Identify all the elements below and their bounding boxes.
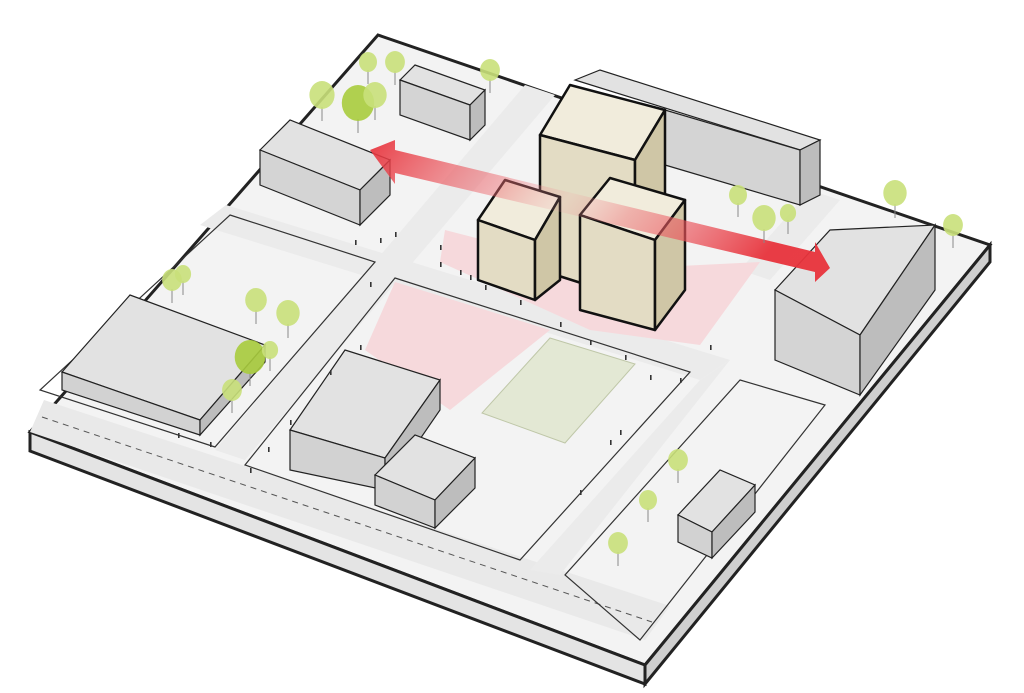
pedestrian-figure-icon <box>330 370 332 375</box>
block-center-south <box>243 277 692 561</box>
street-diagonal-east <box>530 360 730 575</box>
pedestrian-figure-icon <box>355 240 357 245</box>
building-north-small <box>398 64 487 142</box>
pedestrian-figure-icon <box>560 322 562 327</box>
pedestrian-figure-icon <box>485 285 487 290</box>
tree-canopy-icon <box>729 185 747 217</box>
tree-canopy-icon <box>883 180 907 218</box>
tree-canopy-icon <box>608 532 628 566</box>
slab-front-right <box>643 240 992 689</box>
tree-canopy-icon <box>363 82 387 120</box>
pedestrian-figure-icon <box>360 345 362 350</box>
tree-canopy-icon <box>752 205 776 243</box>
pedestrian-figure-icon <box>590 340 592 345</box>
double-headed-connection-arrow <box>370 140 830 282</box>
tree-canopy-icon <box>222 379 242 413</box>
pedestrian-figure-icon <box>650 375 652 380</box>
tree-canopy-icon <box>943 214 963 248</box>
pedestrian-figure-icon <box>710 345 712 350</box>
pedestrian-figure-icon <box>460 270 462 275</box>
pedestrian-figure-icon <box>290 420 292 425</box>
tree-canopy-icon <box>385 51 405 85</box>
pedestrian-figure-icon <box>395 232 397 237</box>
tree-canopy-icon <box>261 341 279 371</box>
pedestrian-figure-icon <box>610 440 612 445</box>
pedestrian-figure-icon <box>268 447 270 452</box>
tree-canopy-icon <box>174 265 192 295</box>
pedestrian-figure-icon <box>580 490 582 495</box>
tree-canopy-icon <box>480 59 500 93</box>
pedestrian-figure-icon <box>680 378 682 383</box>
pedestrian-figure-icon <box>440 262 442 267</box>
tree-canopy-icon <box>276 300 300 338</box>
pedestrian-figure-icon <box>620 430 622 435</box>
building-south-center <box>289 349 477 530</box>
tree-canopy-icon <box>359 52 377 84</box>
pedestrian-figure-icon <box>370 282 372 287</box>
trees <box>162 51 963 566</box>
pedestrian-figure-icon <box>380 238 382 243</box>
pedestrian-figure-icon <box>250 468 252 473</box>
building-northeast-curved <box>573 69 822 206</box>
tree-canopy-icon <box>779 204 797 234</box>
tree-canopy-icon <box>309 81 335 121</box>
tree-canopy-icon <box>639 490 657 522</box>
pedestrian-figure-icon <box>210 442 212 447</box>
pedestrian-figure-icon <box>625 355 627 360</box>
street-centerline <box>41 416 653 623</box>
buildings <box>60 64 937 560</box>
pedestrian-figure-icon <box>470 275 472 280</box>
block-southeast <box>564 379 827 641</box>
tree-canopy-icon <box>668 449 688 483</box>
pedestrian-figure-icon <box>440 245 442 250</box>
arrow-body <box>370 140 830 282</box>
building-southeast-small <box>677 469 757 560</box>
pedestrians <box>178 232 712 495</box>
lawn-green <box>481 337 636 444</box>
tree-canopy-icon <box>234 340 266 386</box>
tree-canopy-icon <box>245 288 267 324</box>
pedestrian-figure-icon <box>520 300 522 305</box>
pedestrian-figure-icon <box>178 433 180 438</box>
building-northwest <box>258 119 392 227</box>
